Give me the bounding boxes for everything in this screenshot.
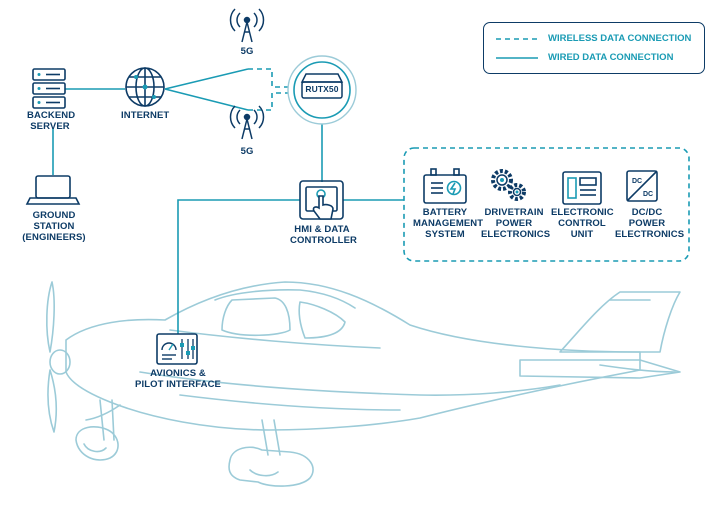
dc-label-top: DC	[632, 178, 642, 185]
dcdc-label: DC/DC POWER ELECTRONICS	[615, 207, 685, 240]
subsystems-group	[403, 147, 690, 262]
ground-station-label: GROUND STATION (ENGINEERS)	[22, 210, 86, 243]
router-label: RUTX50	[305, 84, 339, 94]
gears-icon	[491, 169, 526, 201]
avionics-panel-icon	[156, 333, 198, 365]
cell-tower-bottom-icon	[229, 105, 265, 140]
avionics-label: AVIONICS & PILOT INTERFACE	[135, 368, 221, 390]
router-icon	[287, 55, 357, 125]
cell-tower-top-icon	[229, 8, 265, 43]
laptop-icon	[25, 175, 81, 205]
hmi-label: HMI & DATA CONTROLLER	[290, 224, 357, 246]
wireless-connections	[248, 68, 295, 111]
globe-icon	[125, 67, 165, 107]
internet-label: INTERNET	[121, 110, 170, 121]
server-icon	[32, 68, 66, 109]
legend-wired-label: WIRED DATA CONNECTION	[548, 52, 674, 63]
control-unit-icon	[562, 171, 602, 205]
dc-dc-converter-icon	[626, 170, 658, 202]
tower-bottom-label: 5G	[240, 146, 254, 157]
legend	[483, 22, 705, 74]
bms-label: BATTERY MANAGEMENT SYSTEM	[413, 207, 484, 240]
tower-top-label: 5G	[240, 46, 254, 57]
drivetrain-label: DRIVETRAIN POWER ELECTRONICS	[481, 207, 551, 240]
backend-server-label: BACKEND SERVER	[27, 110, 76, 132]
battery-icon	[423, 168, 467, 204]
airplane-outline	[46, 281, 681, 487]
dc-label-bottom: DC	[643, 191, 653, 198]
touchscreen-icon	[299, 180, 344, 220]
legend-wireless-label: WIRELESS DATA CONNECTION	[548, 33, 692, 44]
ecu-label: ELECTRONIC CONTROL UNIT	[551, 207, 614, 240]
